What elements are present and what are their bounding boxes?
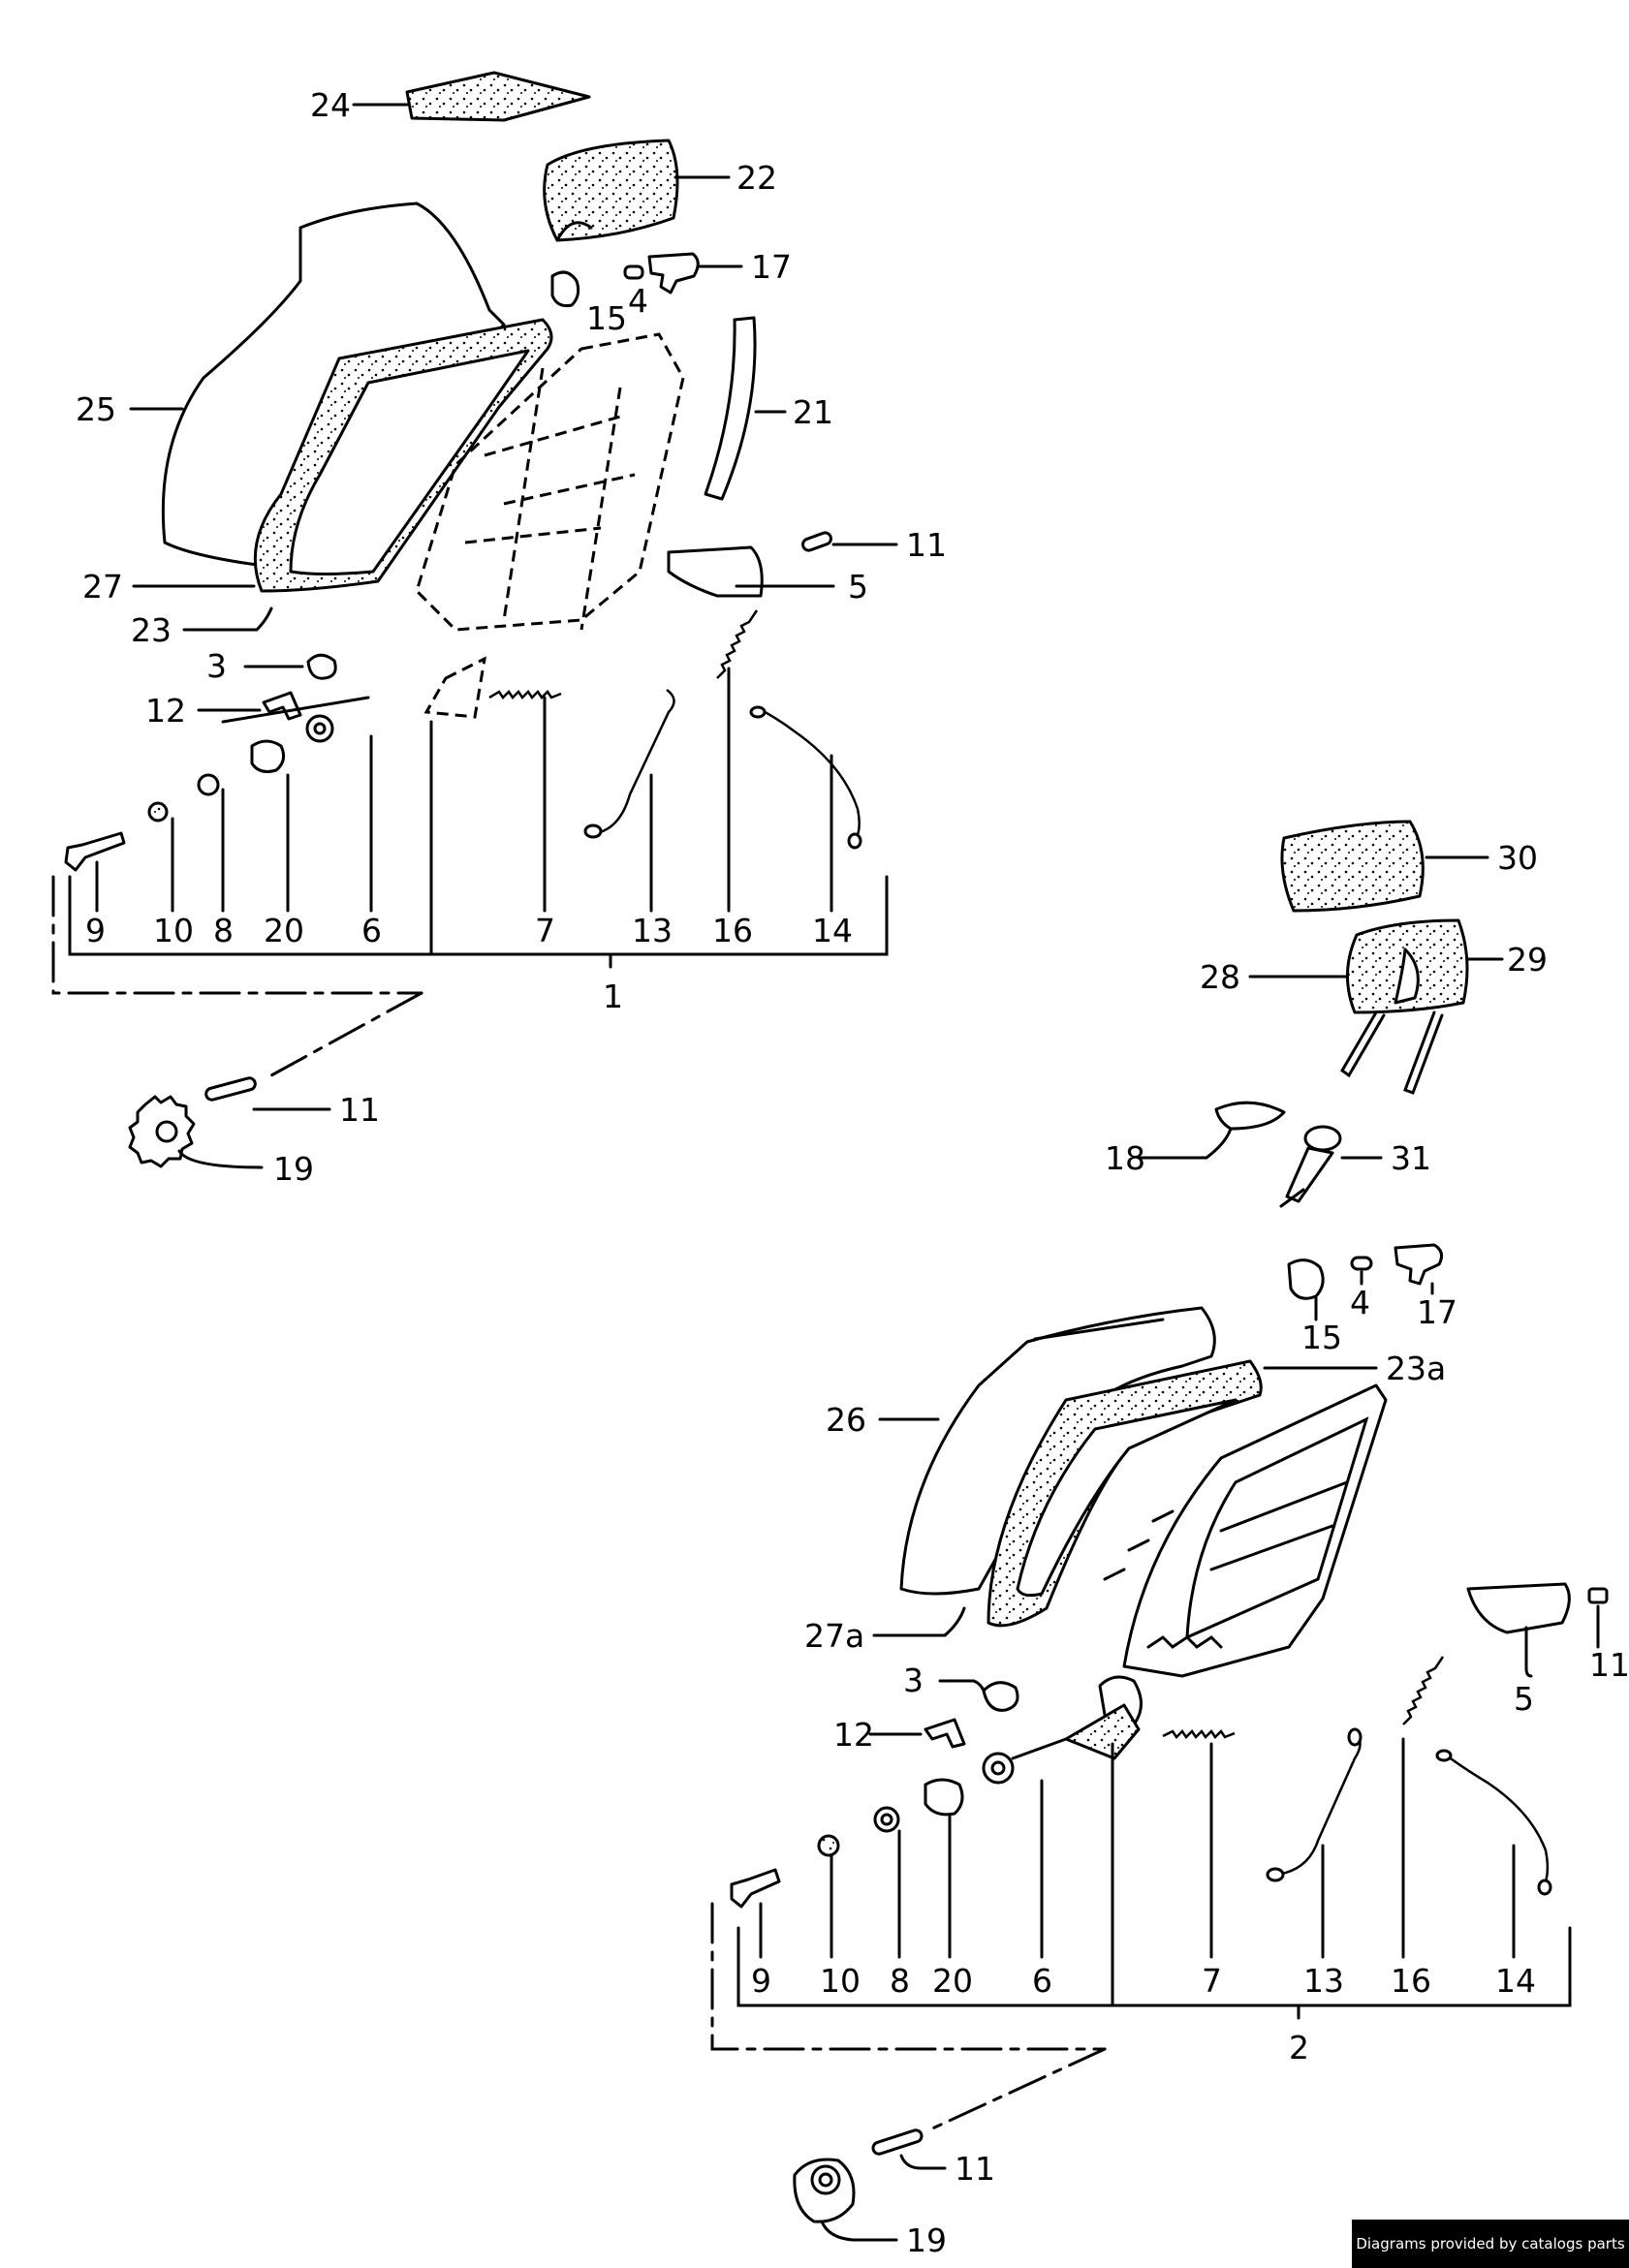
label-7: 7 [535,912,555,949]
label-18: 18 [1105,1139,1145,1177]
label-15: 15 [586,299,627,337]
label-19-g2: 19 [906,2221,947,2259]
part-18-31: 18 31 [1105,1101,1431,1208]
label-24: 24 [310,86,351,124]
label-3: 3 [206,647,227,685]
bracket-1: 9 10 8 20 6 7 13 16 14 1 [51,667,889,1077]
label-23: 23 [131,611,172,649]
label-13: 13 [632,912,673,949]
label-12: 12 [145,692,186,730]
label-17-g2: 17 [1417,1293,1457,1331]
label-15-g2: 15 [1301,1319,1342,1356]
part-22-headrest-pad: 22 [543,139,777,242]
label-4-g2: 4 [1350,1284,1370,1321]
label-25: 25 [76,390,116,428]
part-5-cover-g2: 5 11 [1466,1582,1629,1718]
part-24-pad: 24 [310,71,591,124]
credit-banner: Diagrams provided by catalogs parts [1352,2220,1629,2268]
label-26: 26 [826,1401,866,1439]
label-10: 10 [153,912,194,949]
label-5-g2: 5 [1514,1680,1534,1718]
label-27: 27 [82,568,123,606]
seat-frame-2 [1064,1383,1388,1760]
label-17: 17 [751,248,792,286]
assembly-number-2: 2 [1289,2029,1309,2066]
label-11-knob-pin-g2: 11 [955,2150,995,2188]
part-30-headrest-pad: 30 [1280,820,1538,913]
label-27a: 27a [804,1617,864,1655]
label-4: 4 [628,282,648,320]
label-14: 14 [812,912,853,949]
label-10-g2: 10 [820,1962,861,2000]
hinge-hardware-1: 3 12 [64,647,370,872]
label-3-g2: 3 [903,1662,924,1699]
part-27a-23a-padding: 23a 27a [804,1350,1446,1655]
label-8-g2: 8 [890,1962,910,2000]
label-9: 9 [85,912,106,949]
label-13-g2: 13 [1303,1962,1344,2000]
label-19: 19 [273,1150,314,1188]
label-22: 22 [736,159,777,197]
label-29: 29 [1507,941,1548,979]
label-7-g2: 7 [1202,1962,1222,2000]
label-12-g2: 12 [833,1716,874,1754]
bracket-2: 9 10 8 20 6 7 13 16 14 2 [710,1737,1572,2131]
seat-frame-dashed [415,332,685,719]
label-31: 31 [1391,1139,1431,1177]
label-11-knob-pin: 11 [339,1091,380,1129]
hinge-hardware-2: 3 12 [730,1662,1068,1909]
label-23a: 23a [1386,1350,1446,1387]
parts-15-4-17: 17 4 15 [550,248,792,337]
parts-15-4-17-group-2: 15 4 17 [1287,1243,1457,1356]
label-16: 16 [712,912,753,949]
assembly-2: 30 28 29 18 31 [710,820,1629,2259]
label-21: 21 [793,393,833,431]
label-5: 5 [848,568,868,606]
springs-cables-1 [488,609,862,850]
part-28-29-headrest: 28 29 [1200,918,1548,1095]
label-20: 20 [264,912,304,949]
label-16-g2: 16 [1391,1962,1431,2000]
label-30: 30 [1497,839,1538,877]
assembly-number-1: 1 [603,978,623,1015]
part-27-23-padding: 27 23 [82,318,553,649]
label-20-g2: 20 [932,1962,973,2000]
label-9-g2: 9 [751,1962,771,2000]
label-28: 28 [1200,958,1240,996]
label-6-g2: 6 [1032,1962,1052,2000]
part-5-cover: 5 11 [667,526,947,606]
label-11-pin-g2: 11 [1589,1646,1629,1684]
part-21-trim: 21 [704,316,833,501]
label-11-pin: 11 [906,526,947,564]
label-6: 6 [361,912,382,949]
assembly-1: 24 22 17 4 15 25 [51,71,947,1188]
springs-cables-2 [1162,1656,1552,1896]
knob-19-group-2: 11 19 [793,2128,995,2259]
knob-19-group-1: 11 19 [128,1076,380,1188]
label-14-g2: 14 [1495,1962,1536,2000]
label-8: 8 [213,912,234,949]
